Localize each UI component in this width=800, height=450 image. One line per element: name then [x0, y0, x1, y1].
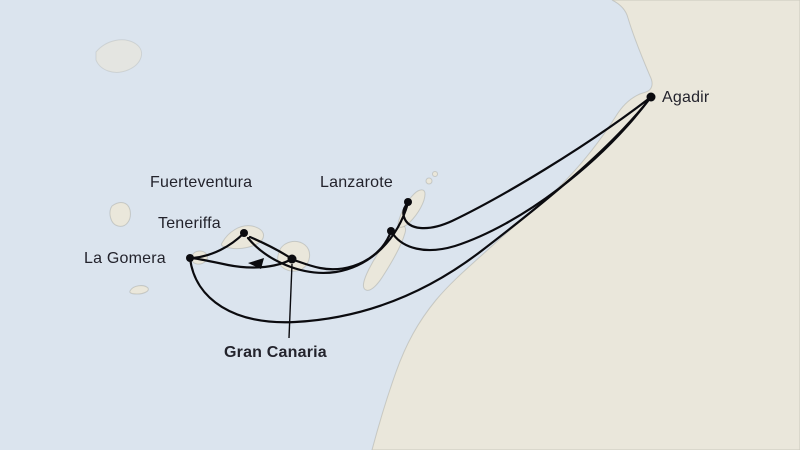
- port-marker-gran-canaria: [287, 254, 297, 264]
- port-marker-agadir: [646, 92, 656, 102]
- island-el-hierro: [129, 285, 149, 295]
- islet-north-of-lanzarote-2: [432, 171, 438, 177]
- port-marker-lanzarote: [404, 198, 412, 206]
- port-label-teneriffa: Teneriffa: [158, 215, 221, 232]
- route-line-southern-loop-la-gomera-agadir: [188, 95, 653, 324]
- islet-north-of-lanzarote-1: [425, 177, 433, 185]
- island-fuerteventura: [362, 225, 406, 291]
- port-marker-teneriffa: [240, 229, 248, 237]
- port-label-lanzarote: Lanzarote: [320, 174, 393, 191]
- port-marker-la-gomera: [186, 254, 194, 262]
- port-label-gran-canaria: Gran Canaria: [224, 344, 327, 361]
- port-label-fuerteventura: Fuerteventura: [150, 174, 253, 191]
- route-line-gran-canaria-la-gomera: [190, 256, 294, 269]
- island-northwest: [95, 39, 143, 73]
- gran-canaria-leader-line: [288, 263, 293, 339]
- port-label-agadir: Agadir: [662, 89, 710, 106]
- port-label-la-gomera: La Gomera: [84, 250, 166, 267]
- route-line-agadir-lanzarote: [402, 95, 653, 230]
- route-direction-arrowhead: [248, 258, 264, 269]
- port-marker-fuerteventura: [387, 227, 395, 235]
- route-line-teneriffa-la-gomera: [191, 231, 246, 260]
- island-la-palma: [109, 202, 131, 227]
- landmass-africa-coast: [371, 0, 800, 450]
